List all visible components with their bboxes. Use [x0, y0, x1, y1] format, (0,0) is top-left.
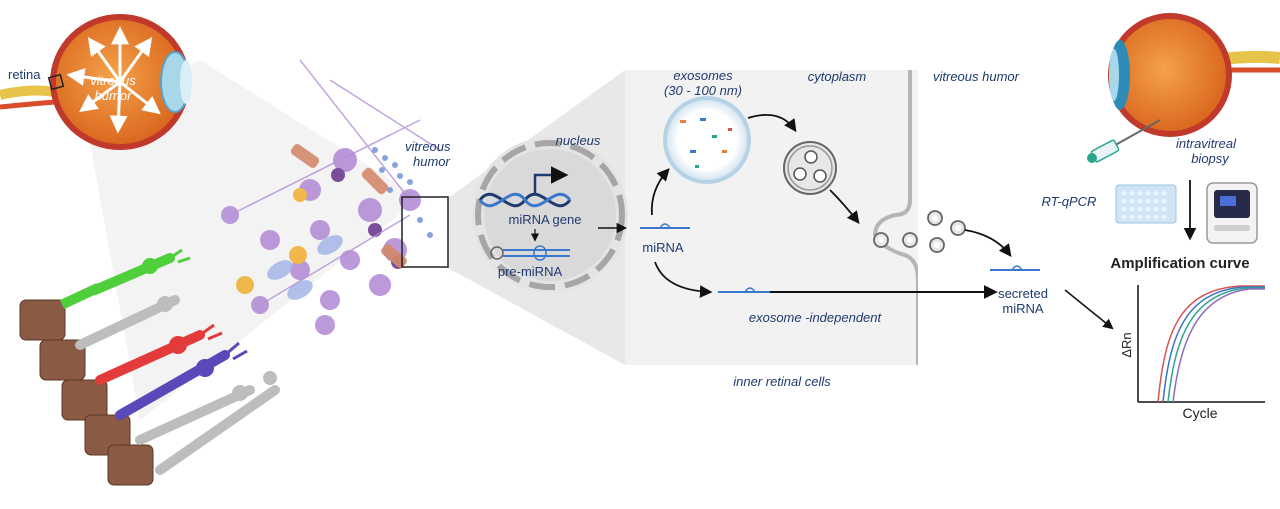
- exosome-icon: [663, 96, 751, 184]
- multivesicular-body-icon: [783, 141, 837, 195]
- hairpin-rna-icon: [490, 245, 570, 261]
- pcr-plate-icon: [1115, 184, 1177, 224]
- amplification-plot: [1137, 285, 1265, 403]
- retina-cells: [19, 59, 449, 486]
- cone-red: [95, 323, 223, 385]
- zoom-wedge-retina: [85, 60, 420, 420]
- retina-label: retina: [8, 67, 41, 82]
- eye-icon-right: [1108, 13, 1280, 137]
- delta-rn-label: ΔRn: [1119, 332, 1134, 357]
- vitreous-humor-cells-label-2: humor: [413, 154, 451, 169]
- rt-qpcr-label: RT-qPCR: [1042, 194, 1097, 209]
- exosome-independent-label: exosome -independent: [749, 310, 883, 325]
- rod-gray-2: [135, 385, 255, 445]
- dna-helix-icon: [478, 166, 572, 208]
- intravitreal-biopsy-label-2: biopsy: [1191, 151, 1230, 166]
- curve-red: [1157, 285, 1265, 403]
- cycle-label: Cycle: [1182, 405, 1217, 421]
- cytoplasm-label: cytoplasm: [808, 69, 867, 84]
- exosomes-label-2: (30 - 100 nm): [664, 83, 742, 98]
- exosomes-label-1: exosomes: [673, 68, 733, 83]
- mirna-strand-secreted: [990, 265, 1040, 271]
- inner-retinal-cells-label: inner retinal cells: [733, 374, 831, 389]
- eye-icon: [0, 14, 192, 150]
- pcr-machine-icon: [1206, 182, 1258, 244]
- rod-gray-1: [75, 295, 180, 350]
- curve-blue: [1162, 286, 1265, 403]
- curve-purple: [1172, 288, 1265, 403]
- syringe-icon: [1087, 119, 1161, 163]
- cell-panel: [625, 70, 1045, 365]
- nucleus: [472, 137, 628, 293]
- rod-gray-3: [155, 371, 280, 475]
- vitreous-humor-right-label: vitreous humor: [933, 69, 1020, 84]
- intravitreal-biopsy-label-1: intravitreal: [1176, 136, 1237, 151]
- mirna-strand: [640, 223, 690, 229]
- mirna-strand-independent: [718, 287, 770, 293]
- rod-green: [59, 248, 191, 310]
- curve-teal: [1167, 287, 1265, 403]
- vitreous-humor-cells-label-1: vitreous: [405, 139, 451, 154]
- mirna-gene-label: miRNA gene: [509, 212, 582, 227]
- amplification-curve-title: Amplification curve: [1110, 255, 1249, 272]
- secreted-mirna-label-1: secreted: [998, 286, 1048, 301]
- pre-mirna-label: pre-miRNA: [498, 264, 563, 279]
- cone-blue: [115, 341, 248, 420]
- vitreous-humor-eye-label-1: vitreous: [90, 73, 136, 88]
- nucleus-label: nucleus: [556, 133, 601, 148]
- secreted-mirna-label-2: miRNA: [1002, 301, 1043, 316]
- vitreous-humor-eye-label-2: humor: [95, 88, 133, 103]
- mirna-label: miRNA: [642, 240, 683, 255]
